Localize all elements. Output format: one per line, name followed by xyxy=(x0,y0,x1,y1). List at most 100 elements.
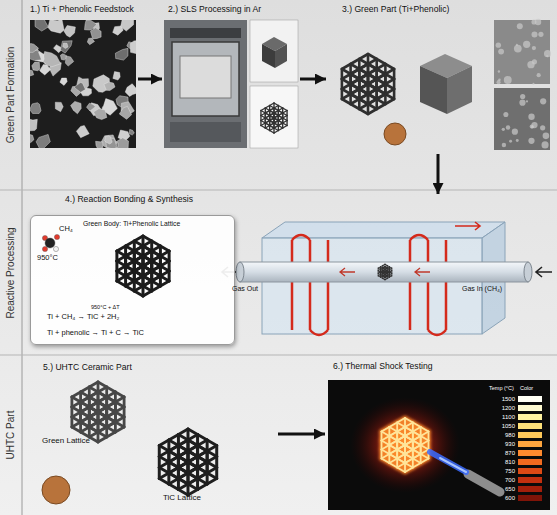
lattice-strut xyxy=(397,432,405,437)
lattice-strut xyxy=(167,462,170,473)
lattice-strut xyxy=(278,121,279,126)
powder-particle xyxy=(119,106,131,119)
lattice-strut xyxy=(421,454,429,459)
lattice-strut xyxy=(341,79,344,89)
process-panel: 5.) UHTC Ceramic PartGreen LatticeTiC La… xyxy=(28,358,278,510)
sem-grain xyxy=(498,78,501,81)
lattice-strut xyxy=(97,412,100,422)
sem-grain xyxy=(532,83,534,85)
lattice-strut xyxy=(269,116,270,121)
color-swatch xyxy=(518,432,542,438)
lattice-strut xyxy=(273,128,274,133)
lattice-strut xyxy=(359,89,368,94)
lattice-strut xyxy=(421,445,429,450)
lattice-strut xyxy=(114,422,117,432)
sem-grain xyxy=(528,114,534,120)
tic-lattice xyxy=(159,429,216,495)
band-label: Green Part Formation xyxy=(5,47,17,144)
lattice-strut xyxy=(413,450,421,455)
lattice-strut xyxy=(404,454,406,463)
lattice-strut xyxy=(359,74,368,79)
lattice-strut xyxy=(273,123,274,128)
lattice-strut xyxy=(405,463,413,468)
lattice-strut xyxy=(405,441,413,446)
lattice-strut xyxy=(278,126,279,131)
process-panel: 2.) SLS Processing in Ar xyxy=(162,4,300,154)
glowing-lattice xyxy=(382,418,429,472)
lattice-strut xyxy=(123,397,126,407)
scale-value: 810 xyxy=(488,458,515,466)
lattice-strut xyxy=(368,99,377,104)
lattice-strut xyxy=(167,473,170,484)
lattice-strut xyxy=(351,84,360,89)
panel-title: 6.) Thermal Shock Testing xyxy=(333,362,433,372)
lattice-strut xyxy=(167,451,170,462)
lattice-strut xyxy=(269,116,270,121)
lattice-strut xyxy=(351,104,360,109)
band-divider xyxy=(0,190,557,191)
process-panel: 3.) Green Part (Ti+Phenolic) xyxy=(326,4,552,154)
lattice-strut xyxy=(377,94,386,99)
sem-grain xyxy=(540,125,545,130)
heat-arrow xyxy=(455,222,480,230)
band-label: Reactive Processing xyxy=(5,227,17,318)
lattice-strut xyxy=(351,94,360,99)
scale-value: 930 xyxy=(488,440,515,448)
color-swatch xyxy=(518,405,542,411)
lattice-render xyxy=(261,103,287,133)
scale-row: 750 xyxy=(488,467,546,475)
lattice-strut xyxy=(405,445,413,450)
sem-grain xyxy=(506,125,510,129)
lattice-strut xyxy=(206,451,209,462)
powder-particle xyxy=(115,48,128,60)
lattice-strut xyxy=(342,79,351,84)
lattice-strut xyxy=(384,84,387,94)
lattice-strut xyxy=(377,99,386,104)
lattice-strut xyxy=(368,64,377,69)
lattice-strut xyxy=(397,436,405,441)
lattice-strut xyxy=(342,84,351,89)
powder-particle xyxy=(55,102,63,112)
lattice-strut xyxy=(367,104,370,114)
lattice-strut xyxy=(404,445,406,454)
lattice-strut xyxy=(273,118,274,123)
lattice-strut xyxy=(359,64,368,69)
lattice-strut xyxy=(388,436,390,445)
lattice-strut xyxy=(378,273,379,276)
lattice-strut xyxy=(105,417,108,427)
lattice-strut xyxy=(405,432,413,437)
lattice-strut xyxy=(265,118,266,123)
lattice-strut xyxy=(97,412,100,422)
lattice-strut xyxy=(359,74,368,79)
color-swatch xyxy=(518,414,542,420)
band-label: UHTC Part xyxy=(5,411,17,460)
powder-particle xyxy=(113,72,120,81)
lattice-strut xyxy=(405,445,413,450)
lattice-strut xyxy=(196,457,199,468)
lattice-strut xyxy=(79,402,82,412)
scale-value: 650 xyxy=(488,485,515,493)
lattice-strut xyxy=(389,450,397,455)
panel-title: 5.) UHTC Ceramic Part xyxy=(43,363,132,373)
powder-particle xyxy=(61,41,73,54)
lattice-strut xyxy=(397,463,405,468)
panel-title: 3.) Green Part (Ti+Phenolic) xyxy=(342,5,449,15)
lattice-strut xyxy=(177,479,180,490)
lattice-strut xyxy=(79,412,82,422)
powder-micrograph xyxy=(30,20,136,148)
lattice-strut xyxy=(342,99,351,104)
lattice-strut xyxy=(420,436,422,445)
process-panel: 6.) Thermal Shock Testing xyxy=(325,358,550,510)
lattice-strut xyxy=(351,69,360,74)
reaction-equation: Ti + phenolic → Ti + C → TiC xyxy=(47,329,144,338)
sem-grain xyxy=(531,19,536,24)
lattice-strut xyxy=(397,441,405,446)
scale-row: 810 xyxy=(488,458,546,466)
lattice-strut xyxy=(405,432,413,437)
lattice-strut xyxy=(167,462,170,473)
lattice-strut xyxy=(79,402,82,412)
flow-label: Gas Out xyxy=(232,285,258,293)
lattice-strut xyxy=(377,89,386,94)
scale-row: 1100 xyxy=(488,413,546,421)
furnace-front xyxy=(262,238,482,334)
